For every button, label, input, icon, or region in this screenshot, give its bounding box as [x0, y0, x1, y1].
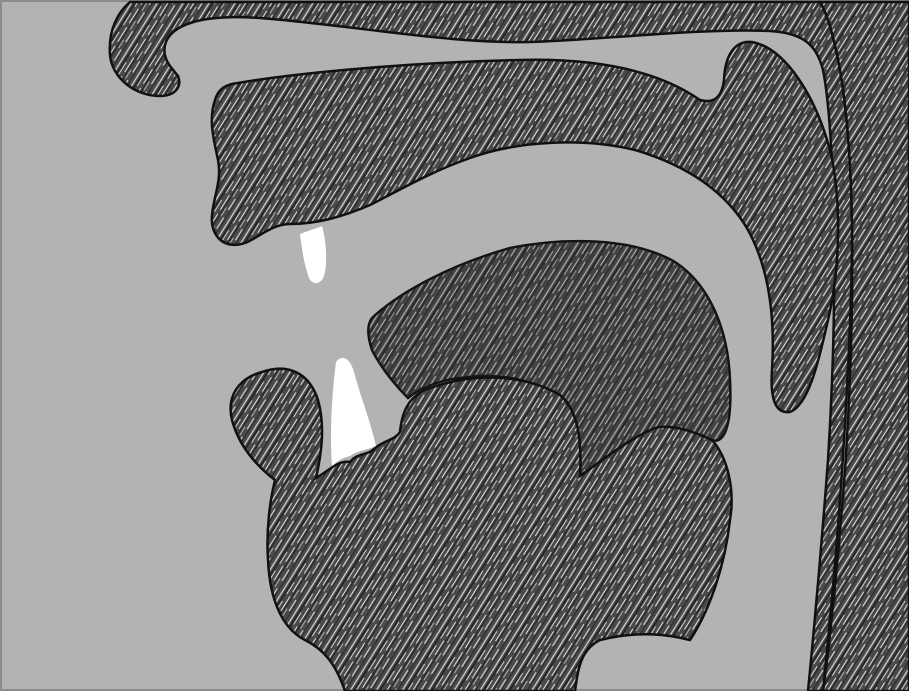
vocal-tract-diagram	[0, 0, 909, 691]
diagram-canvas	[0, 0, 909, 691]
